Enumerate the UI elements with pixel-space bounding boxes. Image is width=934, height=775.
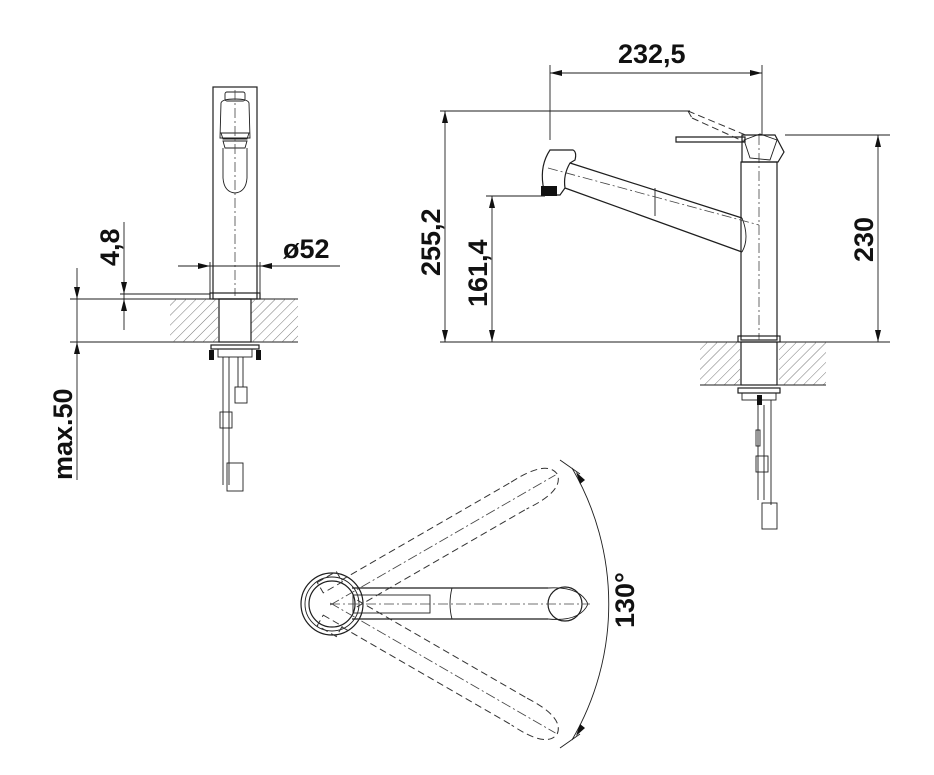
dim-total-height: 255,2 [416,208,446,276]
front-hose-connector-3 [226,462,244,492]
dim-spout-height: 161,4 [463,239,493,307]
side-lever-open-dashed [687,110,749,143]
top-view: 130° [300,459,640,749]
side-aerator [541,186,557,196]
swivel-arc [571,467,610,741]
dim-deck-offset: 4,8 [95,228,125,266]
front-view: ø52 4,8 max.50 [48,86,340,492]
front-deck-hatch-right [251,299,298,342]
dim-base-diameter: ø52 [283,234,330,264]
side-pullout-head [541,149,577,196]
front-hose-connector-1 [234,386,248,404]
dim-body-height: 230 [849,217,879,262]
dim-reach: 232,5 [618,39,686,69]
dim-swivel-angle: 130° [610,572,640,628]
front-spout-head [219,98,251,139]
side-hose-connector [761,502,778,530]
side-spout-arm [564,162,743,253]
front-deck-hatch-left [170,299,218,342]
top-spout-body [352,587,548,620]
dim-max-deck-thickness: max.50 [48,388,78,480]
front-hose-connector-2 [219,411,233,429]
side-view: 232,5 255,2 161,4 230 [416,39,890,530]
side-lever-head [741,134,785,163]
